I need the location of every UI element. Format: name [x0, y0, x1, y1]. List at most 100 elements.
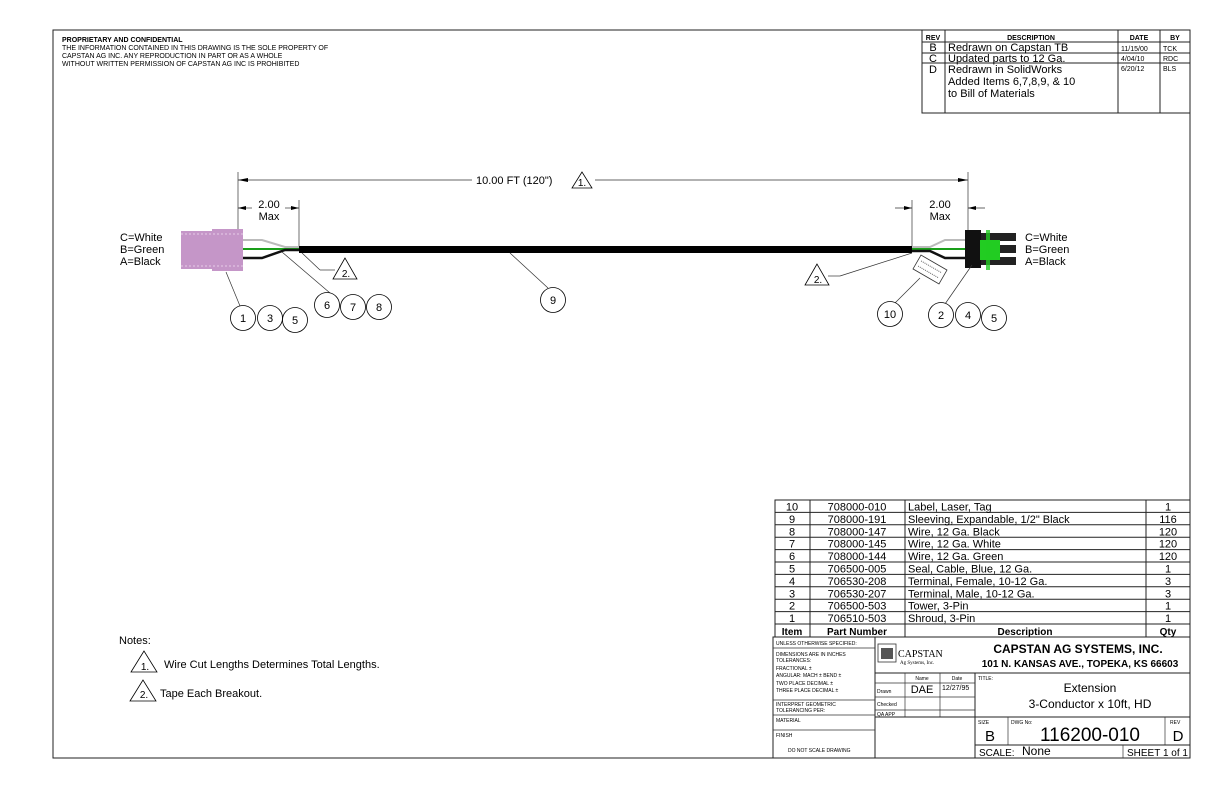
- revision-table: REV DESCRIPTION DATE BY B Redrawn on Cap…: [921, 29, 1191, 114]
- svg-text:TOLERANCING PER:: TOLERANCING PER:: [776, 708, 825, 714]
- drawing-number: 116200-010: [1040, 725, 1140, 746]
- bom-qty: 120: [1159, 526, 1177, 538]
- bom-qty: 1: [1165, 564, 1171, 576]
- svg-text:FINISH: FINISH: [776, 733, 793, 739]
- svg-text:1: 1: [240, 313, 246, 325]
- svg-text:Drawn: Drawn: [877, 689, 892, 695]
- expandable-sleeving: [299, 246, 912, 253]
- svg-text:10: 10: [884, 309, 896, 321]
- svg-text:Updated parts to 12 Ga.: Updated parts to 12 Ga.: [948, 53, 1065, 65]
- svg-text:REV: REV: [1170, 720, 1181, 726]
- note-triangle-icon: [129, 679, 157, 702]
- svg-text:2.00: 2.00: [929, 199, 950, 211]
- svg-text:SIZE: SIZE: [978, 720, 990, 726]
- note-triangle-icon: [130, 650, 158, 673]
- bom-header: Part Number: [827, 627, 887, 638]
- rev-row: D Redrawn in SolidWorks Added Items 6,7,…: [929, 64, 1177, 100]
- svg-text:Max: Max: [930, 211, 951, 223]
- bom-part-number: 706500-503: [828, 601, 887, 613]
- svg-text:TOLERANCES:: TOLERANCES:: [776, 658, 811, 664]
- bom-description: Terminal, Male, 10-12 Ga.: [908, 588, 1035, 600]
- svg-text:TWO PLACE DECIMAL ±: TWO PLACE DECIMAL ±: [776, 681, 833, 687]
- svg-text:6/20/12: 6/20/12: [1121, 66, 1144, 73]
- svg-text:9: 9: [550, 295, 556, 307]
- bom-part-number: 708000-145: [828, 539, 887, 551]
- svg-text:7: 7: [350, 302, 356, 314]
- drawn-by: DAE: [911, 684, 934, 696]
- bom-part-number: 708000-191: [828, 514, 887, 526]
- svg-text:3: 3: [267, 313, 273, 325]
- svg-text:A=Black: A=Black: [1025, 256, 1066, 268]
- sheet-number: SHEET 1 of 1: [1127, 748, 1188, 759]
- drawing-title: Extension: [1064, 681, 1117, 695]
- svg-text:11/15/00: 11/15/00: [1121, 46, 1148, 53]
- item-balloon: 6: [314, 292, 340, 318]
- bom-description: Wire, 12 Ga. Black: [908, 526, 1000, 538]
- svg-text:MATERIAL: MATERIAL: [776, 718, 801, 724]
- wire-breakout-left: [243, 239, 299, 260]
- drawn-date: 12/27/95: [942, 685, 969, 692]
- overall-length-text: 10.00 FT (120"): [476, 175, 552, 187]
- svg-text:8: 8: [376, 302, 382, 314]
- left-breakout-dimension: 2.00 Max: [238, 199, 300, 246]
- svg-text:2.00: 2.00: [258, 199, 279, 211]
- bom-part-number: 706530-207: [828, 588, 887, 600]
- svg-text:ANGULAR: MACH ± BEND ±: ANGULAR: MACH ± BEND ±: [776, 673, 841, 679]
- laser-label-tag: [912, 254, 948, 285]
- sheet-frame: [52, 29, 1191, 759]
- note-text: Tape Each Breakout.: [160, 688, 262, 700]
- svg-text:Date: Date: [952, 676, 963, 682]
- svg-text:Checked: Checked: [877, 702, 897, 708]
- notes-title: Notes:: [119, 635, 151, 647]
- bom-item: 3: [789, 588, 795, 600]
- svg-text:Name: Name: [915, 676, 929, 682]
- bom-part-number: 708000-144: [828, 551, 887, 563]
- rev-header: REV: [926, 35, 941, 42]
- bom-part-number: 708000-147: [828, 526, 887, 538]
- item-balloon: 3: [257, 305, 283, 331]
- title-block: UNLESS OTHERWISE SPECIFIED: DIMENSIONS A…: [772, 636, 1191, 759]
- item-balloon: 2: [928, 302, 954, 328]
- svg-text:C=White: C=White: [120, 232, 163, 244]
- svg-text:INTERPRET GEOMETRIC: INTERPRET GEOMETRIC: [776, 702, 836, 708]
- svg-text:1.: 1.: [141, 662, 149, 673]
- svg-text:THREE PLACE DECIMAL ±: THREE PLACE DECIMAL ±: [776, 688, 839, 694]
- wire-breakout-right: [912, 239, 965, 260]
- bom-item: 4: [789, 576, 795, 588]
- svg-text:B=Green: B=Green: [1025, 244, 1069, 256]
- rev-row: C Updated parts to 12 Ga. 4/04/10 RDC: [929, 53, 1178, 65]
- svg-text:Ag Systems, Inc.: Ag Systems, Inc.: [900, 661, 934, 666]
- bom-description: Shroud, 3-Pin: [908, 613, 975, 625]
- item-balloon: 10: [877, 301, 903, 327]
- proprietary-line: CAPSTAN AG INC. ANY REPRODUCTION IN PART…: [62, 53, 283, 60]
- svg-text:Redrawn on Capstan TB: Redrawn on Capstan TB: [948, 42, 1068, 54]
- note-triangle-icon: [571, 171, 593, 189]
- bom-qty: 3: [1165, 588, 1171, 600]
- bom-item: 2: [789, 601, 795, 613]
- svg-text:FRACTIONAL ±: FRACTIONAL ±: [776, 666, 812, 672]
- bom-description: Label, Laser, Tag: [908, 502, 992, 514]
- svg-text:Max: Max: [259, 211, 280, 223]
- svg-text:TCK: TCK: [1163, 46, 1177, 53]
- tape-note-left: 2.: [332, 257, 358, 280]
- bom-item: 7: [789, 539, 795, 551]
- rev-row: B Redrawn on Capstan TB 11/15/00 TCK: [929, 42, 1177, 54]
- leader-lines: [225, 251, 973, 307]
- bom-description: Sleeving, Expandable, 1/2" Black: [908, 514, 1070, 526]
- bom-item: 10: [786, 502, 798, 514]
- shroud-connector: [181, 229, 243, 271]
- item-balloon: 5: [981, 305, 1007, 331]
- note-triangle-icon: [332, 257, 358, 280]
- svg-text:2.: 2.: [140, 690, 148, 701]
- bom-part-number: 708000-010: [828, 502, 887, 514]
- note-triangle-icon: [804, 263, 830, 286]
- item-balloon: 7: [340, 294, 366, 320]
- drawing-scale: None: [1022, 744, 1051, 758]
